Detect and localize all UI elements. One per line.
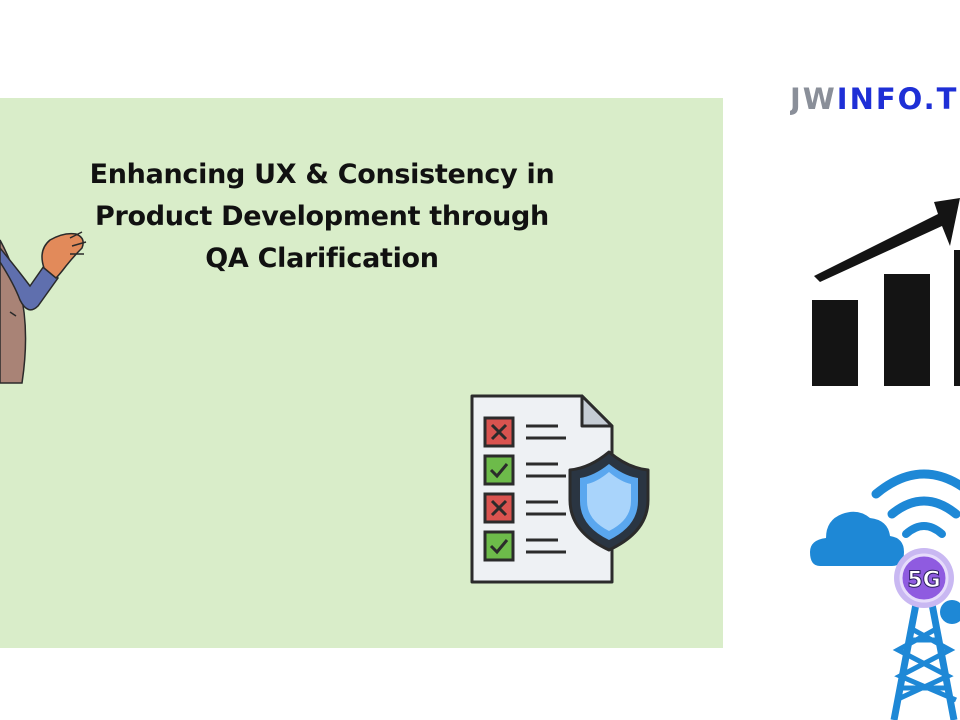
title-line-2: Product Development through bbox=[95, 201, 549, 232]
brand-logo-part-2: INFO.T bbox=[836, 82, 959, 116]
5g-badge-label: 5G bbox=[907, 568, 940, 593]
5g-tower-icon: 5G bbox=[871, 469, 960, 720]
cross-box-icon bbox=[483, 492, 515, 524]
title-line-3: QA Clarification bbox=[205, 243, 439, 274]
title-line-1: Enhancing UX & Consistency in bbox=[89, 159, 555, 190]
qa-checklist-icon bbox=[470, 394, 614, 584]
growth-chart-icon bbox=[812, 198, 960, 386]
cloud-icon bbox=[810, 511, 904, 566]
check-box-icon bbox=[483, 454, 515, 486]
check-box-icon bbox=[483, 530, 515, 562]
brand-logo-part-1: JW bbox=[790, 82, 837, 116]
5g-badge: 5G bbox=[894, 548, 954, 608]
page-title: Enhancing UX & Consistency in Product De… bbox=[80, 154, 564, 280]
presenter-illustration bbox=[0, 231, 87, 384]
shield-icon bbox=[568, 450, 650, 552]
brand-logo[interactable]: JWINFO.T bbox=[790, 82, 960, 116]
cross-box-icon bbox=[483, 416, 515, 448]
